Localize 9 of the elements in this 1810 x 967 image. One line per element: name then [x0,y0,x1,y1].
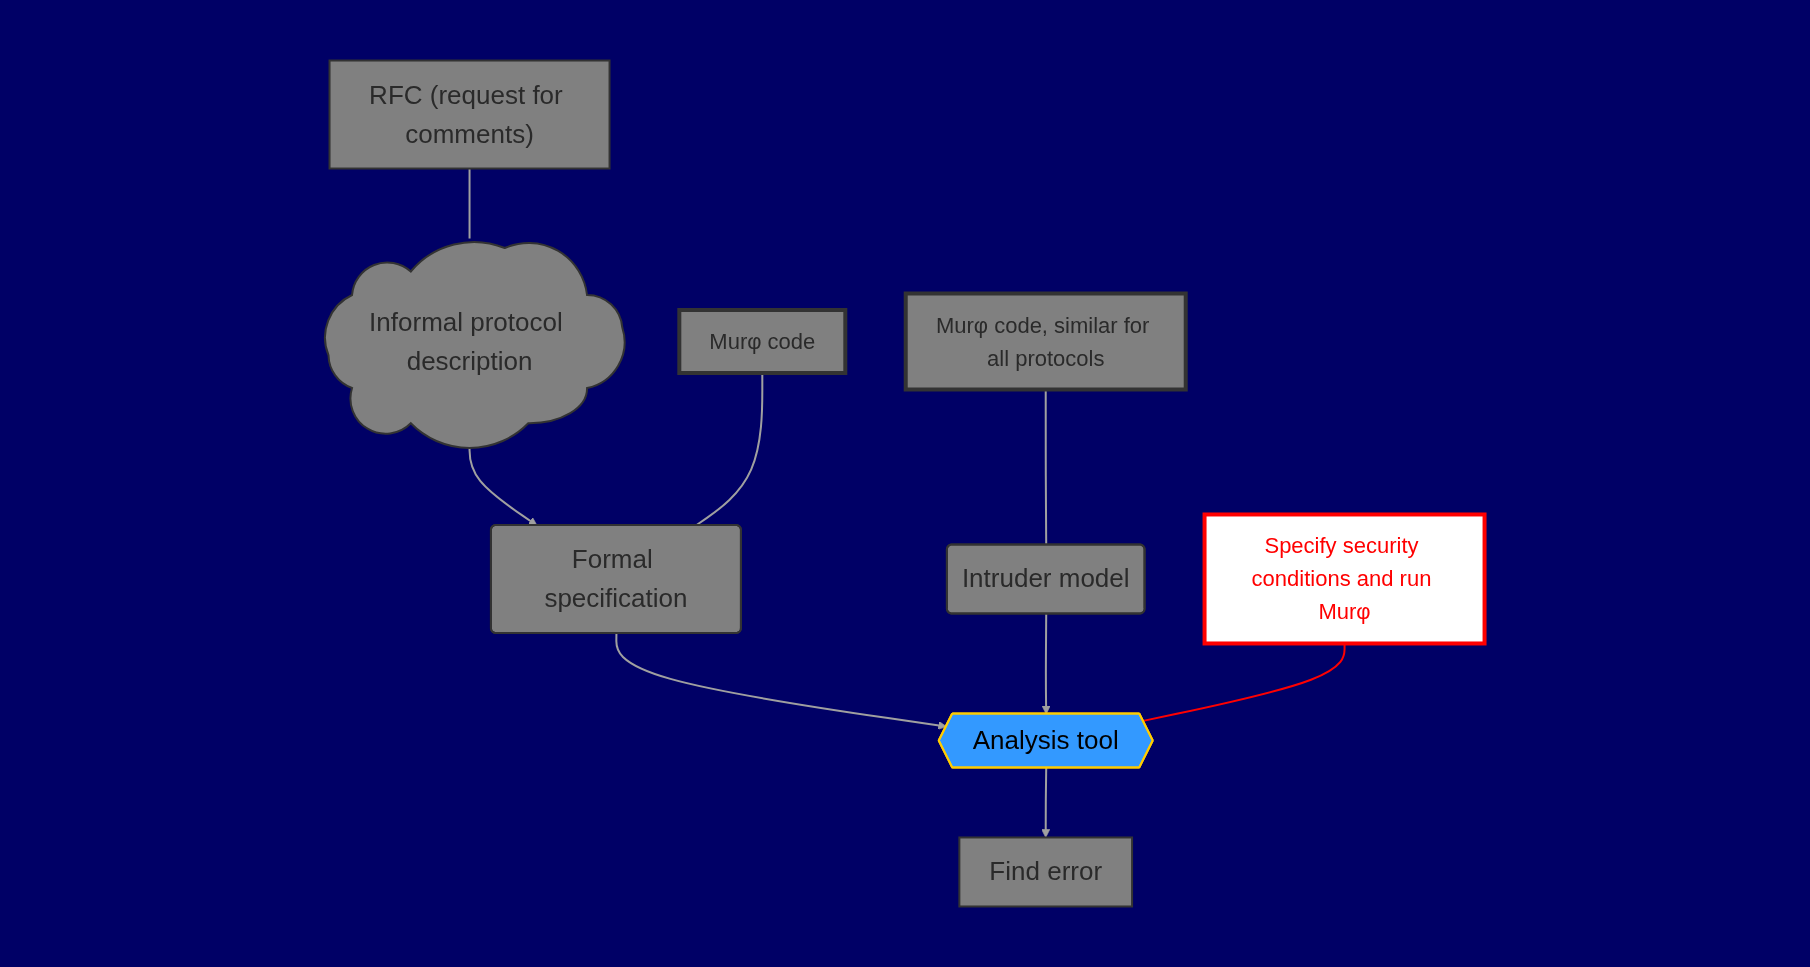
node-box: Murφ code [677,308,848,375]
arrow [615,632,947,730]
node-box: Find error [958,836,1134,908]
connector [468,167,471,240]
node-box: Specify security conditions and run Murφ [1202,512,1487,646]
arrow [1041,767,1051,838]
node-box: RFC (request for comments) [328,59,611,170]
node-box: Murφ code, similar for all protocols [903,291,1188,392]
arrow [1041,613,1051,715]
